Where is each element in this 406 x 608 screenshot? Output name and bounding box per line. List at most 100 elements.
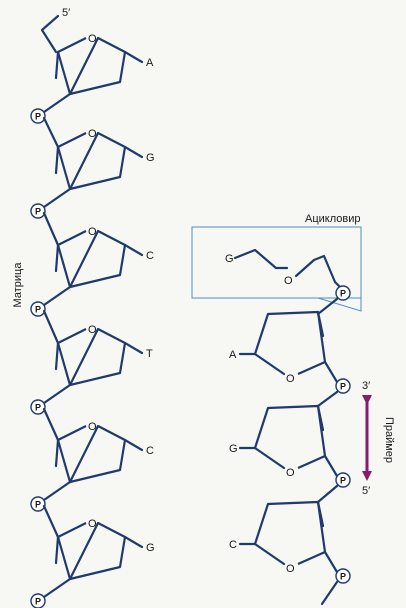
phosphate-circle [30,593,46,608]
template-base: C [146,250,154,262]
phosphate-circle [30,399,46,415]
phosphate-circle [335,568,351,584]
sugar-ring-edge [253,406,270,450]
template-nucleotide: O G P [30,128,155,247]
c3-phosphate-bond [42,383,72,405]
primer-base: A [229,349,237,361]
c5-phosphate-bond [323,360,339,384]
acyclovir-chain-left [233,248,289,270]
sugar-ring-edge [56,438,72,484]
c3-phosphate-bond [42,187,72,209]
ring-oxygen: O [88,128,97,140]
phosphate-c5-bond [42,116,60,149]
sugar-ring-edge [253,312,270,356]
c4-substituent [54,341,60,371]
phosphate-symbol: P [35,403,41,413]
template-nucleotide: O C P [30,226,154,345]
c3-phosphate-bond [42,577,72,599]
glycosidic-bond [123,438,144,452]
template-nucleotide: O T P [30,324,153,442]
template-phosphate: P [30,108,46,124]
sugar-ring [57,229,127,289]
primer-phosphate: P [335,472,351,488]
glycosidic-bond [123,50,144,64]
template-phosphate: P [30,399,46,415]
c3-phosphate-bond [42,285,72,307]
phosphate-symbol: P [340,289,346,299]
glycosidic-bond [123,145,144,159]
ring-oxygen: O [286,467,295,479]
template-phosphate: P [30,301,46,317]
c4-substituent [316,500,325,528]
phosphodiester-bond [316,484,339,504]
template-base: T [146,348,153,360]
sugar-ring-edge [56,341,72,387]
primer-three-prime-label: 3′ [362,380,370,392]
c4-substituent [54,535,60,565]
phosphate-symbol: P [340,476,346,486]
phosphate-circle [30,496,46,512]
phosphate-symbol: P [35,597,41,607]
sugar-ring-edge [56,50,72,96]
ring-oxygen: O [286,373,295,385]
template-nucleotide: OGP [30,518,155,608]
glycosidic-bond [123,535,144,549]
primer-phosphate: P [335,568,351,584]
phosphodiester-bond [316,390,339,408]
acyclovir-linkage-bond [316,297,339,316]
c5-phosphate-bond [323,550,339,574]
template-base: A [146,57,154,69]
primer-base: G [229,443,238,455]
primer-phosphate: P [335,378,351,394]
phosphate-circle [30,301,46,317]
phosphate-c5-bond [42,504,60,539]
template-nucleotide: O A P [30,33,154,149]
primer-five-prime-label: 5′ [362,485,370,497]
phosphate-c5-bond [42,211,60,247]
template-phosphate: P [30,593,46,608]
phosphate-symbol: P [35,112,41,122]
sugar-ring-edge [56,145,72,191]
template-base: G [146,152,155,164]
c5-phosphate-bond [323,454,339,478]
sugar-ring-edge [56,243,72,289]
phosphate-c5-bond [42,309,60,345]
acyclovir-phosphate: P [335,285,351,301]
primer-strand: O A P O G P O C P [229,310,351,606]
template-base: G [146,542,155,554]
template-strand-label: Матрица [12,262,24,308]
acyclovir-base-g: G [225,253,234,265]
sugar-ring [57,424,127,484]
phosphate-symbol: P [35,500,41,510]
acyclovir-chain-right [294,254,343,290]
c4-substituent [54,243,60,273]
glycosidic-bond [123,243,144,257]
template-base: C [146,445,154,457]
c4-substituent [54,145,60,175]
sugar-ring-edge [56,535,72,581]
c4-substituent [54,50,60,80]
ring-oxygen: O [286,563,295,575]
sugar-ring [57,131,127,191]
phosphate-symbol: P [340,572,346,582]
ring-oxygen: O [88,324,97,336]
phosphate-circle [30,203,46,219]
acyclovir-chain-oxygen: O [284,275,293,287]
acyclovir-label: Ацикловир [305,213,360,225]
c4-substituent [54,438,60,468]
ring-oxygen: O [88,226,97,238]
template-phosphate: P [30,203,46,219]
sugar-ring [57,36,127,96]
primer-base: C [229,539,237,551]
c4-substituent [316,404,325,432]
phosphate-circle [30,108,46,124]
template-5-prime-chain [40,14,60,54]
primer-nucleotide: O G P [229,404,351,504]
primer-label: Праймер [383,417,395,463]
sugar-ring [57,521,127,581]
phosphate-circle [335,472,351,488]
ring-oxygen: O [88,33,97,45]
